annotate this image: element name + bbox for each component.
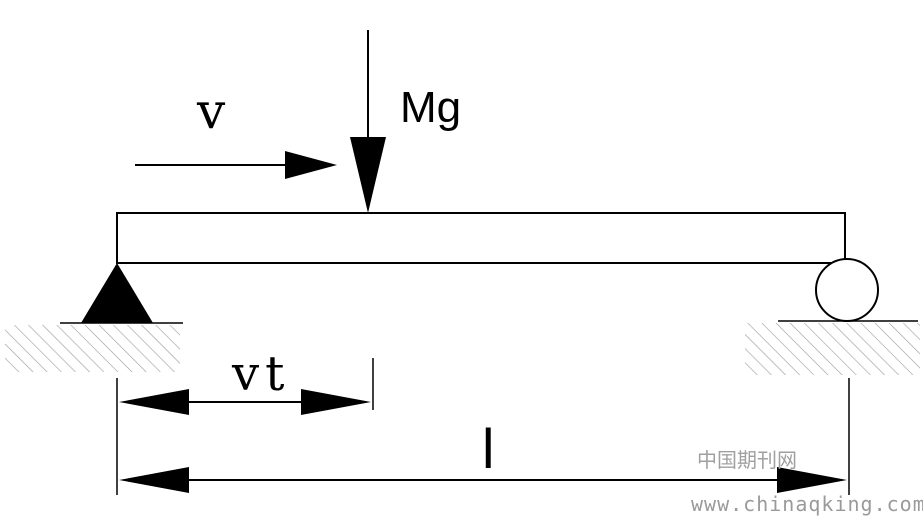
velocity-label: v: [196, 82, 226, 140]
roller-circle: [815, 258, 879, 322]
watermark-chinese: 中国期刊网: [697, 448, 797, 472]
position-label: vt: [231, 346, 290, 402]
left-ground-hatch: [5, 325, 180, 372]
position-dimension: [116, 358, 374, 495]
length-arrowhead-left: [119, 467, 189, 493]
pin-support-triangle: [81, 263, 153, 323]
velocity-arrowhead: [285, 151, 337, 179]
beam: [116, 212, 846, 264]
load-label: Mg: [400, 83, 461, 132]
vt-arrowhead-left: [119, 389, 189, 415]
watermark-url: www.chinaqking.com: [691, 492, 923, 516]
load-arrowhead: [350, 137, 386, 213]
load-arrow: [350, 30, 386, 213]
roller-support: [745, 258, 920, 375]
length-label: l: [482, 417, 494, 480]
length-arrowhead-right: [777, 467, 847, 493]
vt-arrowhead-right: [301, 389, 371, 415]
right-ground-hatch: [745, 323, 920, 375]
velocity-arrow: [135, 151, 337, 179]
pin-support: [5, 263, 183, 372]
length-dimension: [119, 378, 850, 495]
